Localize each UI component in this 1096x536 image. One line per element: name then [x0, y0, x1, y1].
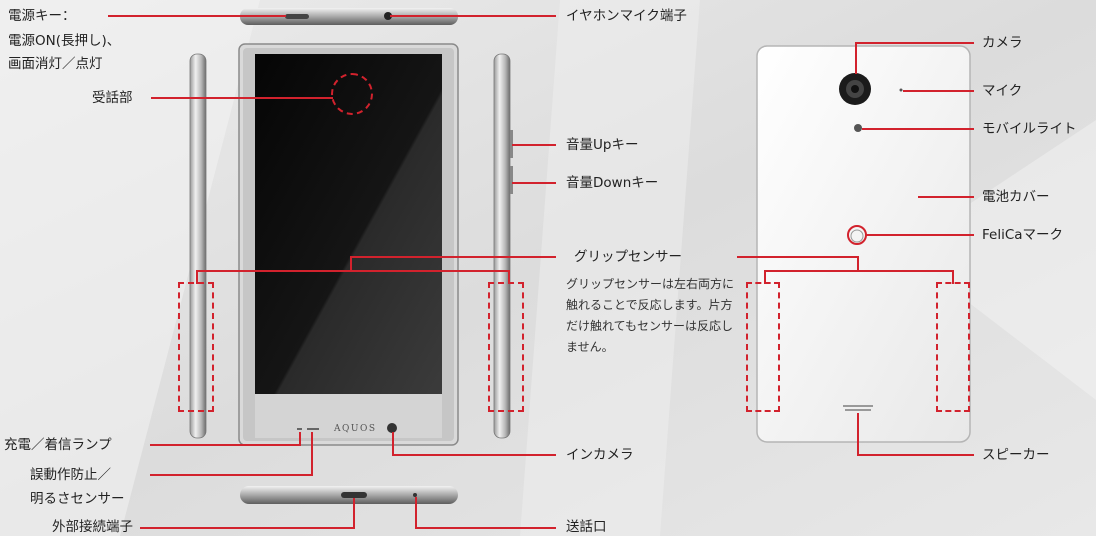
label-external-port: 外部接続端子 — [52, 519, 133, 535]
leader-line — [350, 256, 556, 258]
leader-line — [150, 444, 300, 446]
label-grip-sensor: グリップセンサー — [574, 249, 682, 265]
leader-line — [299, 432, 301, 446]
label-volume-up: 音量Upキー — [566, 137, 639, 153]
label-power-key-desc2: 画面消灯／点灯 — [8, 56, 103, 72]
leader-line — [108, 15, 286, 17]
leader-line — [392, 454, 556, 456]
label-power-key-desc1: 電源ON(長押し)、 — [8, 33, 121, 49]
receiver-highlight — [331, 73, 373, 115]
leader-line — [857, 454, 974, 456]
leader-line — [512, 182, 556, 184]
leader-line — [196, 270, 198, 284]
leader-line — [311, 432, 313, 476]
leader-line — [196, 270, 510, 272]
label-volume-down: 音量Downキー — [566, 175, 659, 191]
label-power-key: 電源キー： — [8, 8, 76, 24]
leader-line — [918, 196, 974, 198]
leader-line — [857, 256, 859, 270]
leader-line — [952, 270, 954, 284]
felica-highlight — [847, 225, 867, 245]
label-speaker: スピーカー — [982, 447, 1050, 463]
leader-line — [512, 144, 556, 146]
label-prox-sensor-1: 誤動作防止／ — [30, 467, 111, 483]
leader-line — [151, 97, 333, 99]
leader-line — [903, 90, 974, 92]
leader-line — [508, 270, 510, 284]
leader-line — [415, 497, 417, 528]
label-mobile-light: モバイルライト — [982, 121, 1077, 137]
label-receiver: 受話部 — [92, 90, 133, 106]
leader-line — [390, 15, 556, 17]
label-camera: カメラ — [982, 35, 1023, 51]
label-earphone-jack: イヤホンマイク端子 — [566, 8, 687, 24]
label-felica-mark: FeliCaマーク — [982, 227, 1064, 243]
leader-line — [862, 128, 974, 130]
grip-sensor-area-back-left — [746, 282, 780, 412]
leader-line — [855, 42, 857, 74]
leader-line — [353, 498, 355, 528]
leader-line — [855, 42, 974, 44]
leader-line — [140, 527, 355, 529]
leader-line — [764, 270, 954, 272]
brand-logo: AQUOS — [333, 424, 377, 434]
label-in-camera: インカメラ — [566, 447, 634, 463]
leader-line — [857, 413, 859, 456]
leader-line — [150, 474, 313, 476]
label-mouthpiece: 送話口 — [566, 519, 607, 535]
leader-line — [415, 527, 556, 529]
label-prox-sensor-2: 明るさセンサー — [30, 491, 125, 507]
label-mic: マイク — [982, 83, 1023, 99]
leader-line — [737, 256, 859, 258]
label-battery-cover: 電池カバー — [982, 189, 1050, 205]
leader-line — [392, 432, 394, 454]
leader-line — [764, 270, 766, 284]
label-charge-lamp: 充電／着信ランプ — [4, 437, 112, 453]
grip-sensor-area-left — [178, 282, 214, 412]
grip-sensor-area-right — [488, 282, 524, 412]
leader-line — [350, 256, 352, 270]
leader-line — [866, 234, 974, 236]
grip-sensor-area-back-right — [936, 282, 970, 412]
grip-sensor-description: グリップセンサーは左右両方に触れることで反応します。片方だけ触れてもセンサーは反… — [566, 277, 735, 354]
